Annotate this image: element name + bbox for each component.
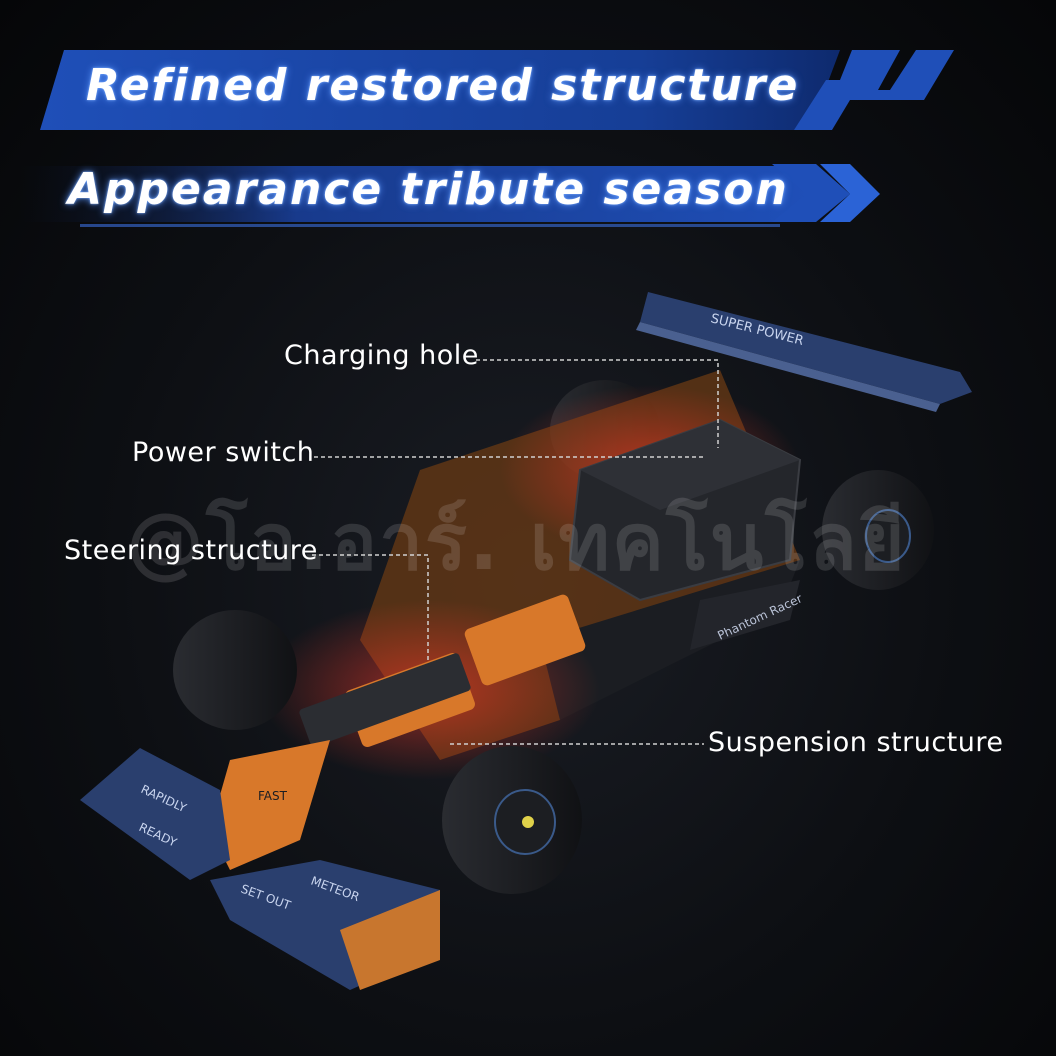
subtitle-text: Appearance tribute season	[68, 164, 789, 215]
charging-hole-label: Charging hole	[284, 340, 479, 371]
power-switch-label: Power switch	[132, 437, 315, 468]
steering-assembly	[299, 594, 586, 748]
steering-line	[312, 554, 429, 660]
nose-cone: FAST	[210, 740, 330, 870]
callout-lines	[312, 359, 719, 745]
title-banner: Refined restored structure	[40, 44, 960, 134]
battery-box	[568, 418, 802, 602]
subtitle-banner-shape	[20, 164, 880, 227]
front-wing: RAPIDLY READY SET OUT METEOR	[80, 748, 440, 990]
steering-structure-label: Steering structure	[64, 535, 318, 566]
title-text: Refined restored structure	[86, 60, 800, 111]
title-banner-shape	[40, 50, 954, 130]
charging-hole-line	[476, 359, 719, 448]
suspension-structure-label: Suspension structure	[708, 727, 1004, 758]
rear-right-hub	[865, 509, 911, 563]
front-right-axle	[522, 816, 534, 828]
front-left-wheel	[173, 610, 297, 730]
subtitle-banner: Appearance tribute season	[20, 158, 880, 228]
nose-text: FAST	[258, 789, 288, 803]
watermark: @โอ.อาร์. เทคโนโลยี	[126, 498, 907, 588]
